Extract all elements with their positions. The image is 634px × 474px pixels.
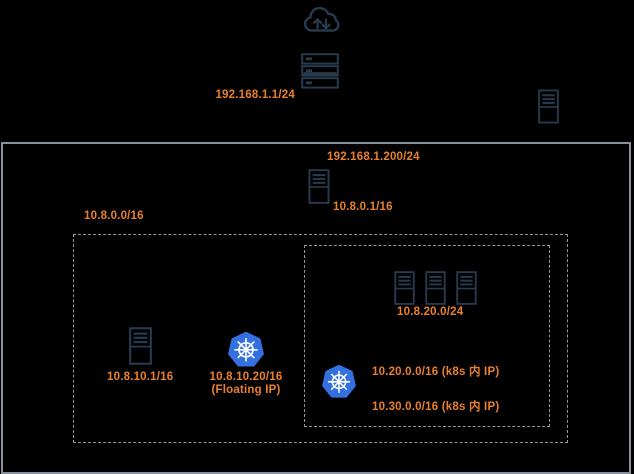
internet-cloud-icon — [300, 3, 344, 36]
k8s-nodes-subnet-label: 10.8.20.0/24 — [397, 306, 464, 318]
subnet-dashed-box — [73, 234, 568, 443]
floating-ip-value: 10.8.10.20/16 — [209, 371, 283, 383]
router-switch-icon — [301, 53, 339, 89]
floating-ip-label: 10.8.10.20/16 (Floating IP) — [186, 371, 306, 397]
lan-boundary-box — [1, 142, 631, 474]
k8s-service-network-label: 10.30.0.0/16 (k8s 内 IP) — [372, 401, 500, 413]
lan-gateway-server-icon — [307, 169, 331, 204]
k8s-cluster-dashed-box — [304, 245, 550, 427]
lan-gateway-ip-label: 192.168.1.200/24 — [327, 151, 420, 163]
lan-subnet-label: 10.8.0.0/16 — [84, 210, 144, 222]
k8s-node-server-icon-1 — [394, 271, 415, 305]
node-server-icon — [128, 327, 153, 365]
router-wan-ip-label: 192.168.1.1/24 — [215, 89, 295, 101]
k8s-node-server-icon-3 — [456, 271, 477, 305]
floating-ip-note: (Floating IP) — [211, 384, 281, 396]
kubernetes-cluster-icon — [322, 365, 356, 399]
external-server-icon — [538, 89, 559, 124]
kubernetes-icon — [228, 332, 264, 368]
node-ip-label: 10.8.10.1/16 — [107, 371, 174, 383]
k8s-node-server-icon-2 — [425, 271, 446, 305]
k8s-pod-network-label: 10.20.0.0/16 (k8s 内 IP) — [372, 366, 500, 378]
lan-gateway-inner-ip-label: 10.8.0.1/16 — [333, 201, 393, 213]
